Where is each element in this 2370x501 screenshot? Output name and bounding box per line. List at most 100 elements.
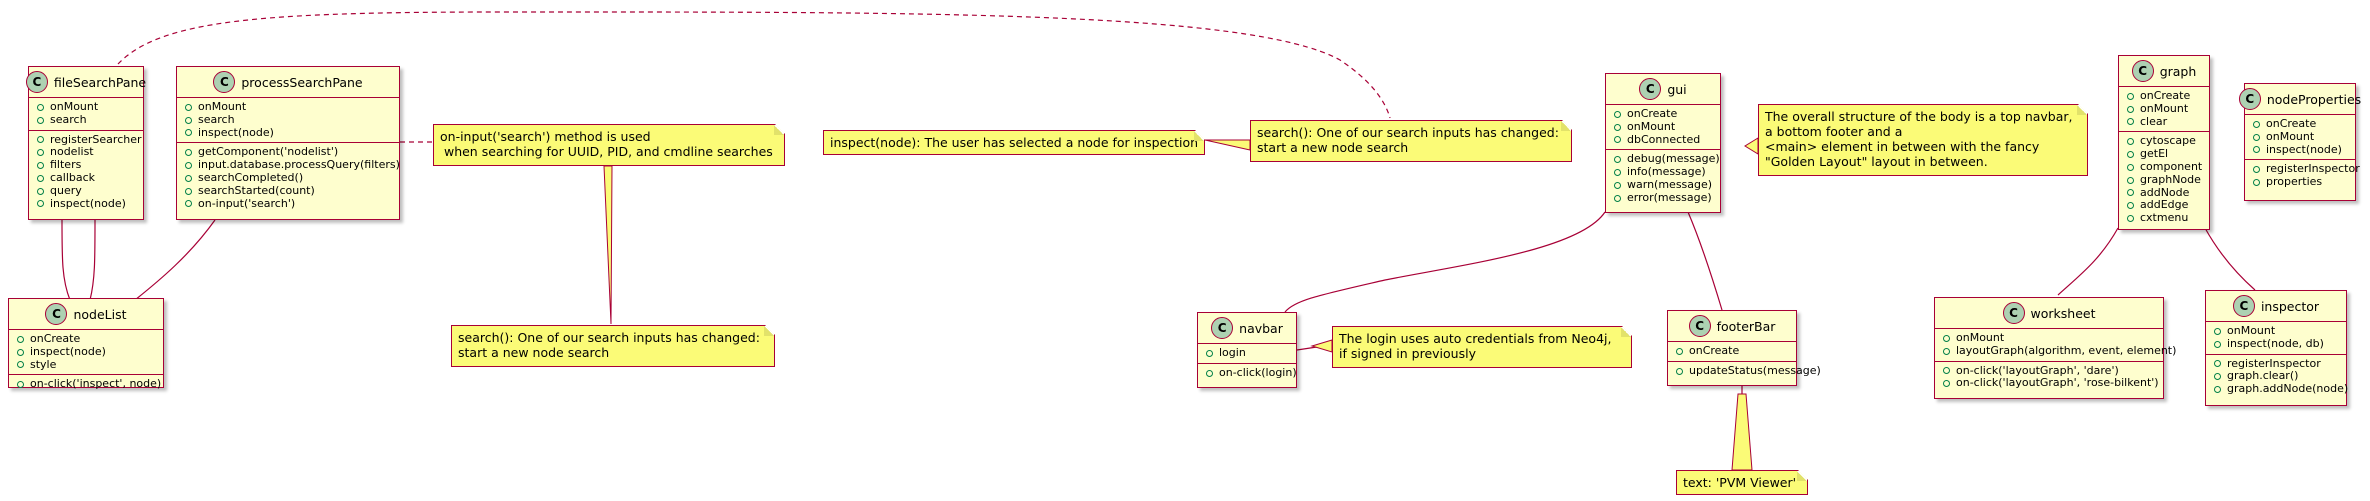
method: getEl [2127,147,2203,161]
field: inspect(node) [185,126,393,140]
method-visibility-icon [37,174,44,182]
field-visibility-icon [185,103,192,111]
methods-section: registerSearcher nodelist filters callba… [29,131,143,214]
method-visibility-icon [2253,166,2260,174]
methods-section: debug(message) info(message) warn(messag… [1606,150,1720,207]
link-graph-worksheet [2057,227,2119,296]
method: searchStarted(count) [185,184,393,198]
method: callback [37,171,137,185]
class-badge-icon: C [2002,302,2025,324]
fields-section: onCreate onMount inspect(node) [2245,115,2355,161]
method: cytoscape [2127,135,2203,148]
note-tail-oninput [603,165,613,325]
method: on-input('search') [185,197,393,211]
methods-section: registerInspector properties [2245,160,2360,192]
class-name: processSearchPane [241,74,363,90]
class-name: fileSearchPane [53,74,147,90]
link-processsearchpane-nodelist [134,219,216,301]
methods-section: on-click(login) [1198,364,1297,383]
fields-section: onCreate onMount clear [2119,87,2209,133]
note-search-top: search(): One of our search inputs has c… [1250,120,1572,162]
method: graphNode [2127,173,2203,187]
link-graph-inspector [2204,227,2256,291]
field-visibility-icon [185,116,192,124]
class-badge-icon: C [1688,315,1711,337]
method: inspect(node) [37,197,137,211]
method-visibility-icon [2214,386,2221,394]
method: error(message) [1614,191,1714,205]
methods-section: on-click('layoutGraph', 'dare') on-click… [1935,362,2163,394]
field-visibility-icon [1206,349,1213,357]
method: on-click('layoutGraph', 'rose-bilkent') [1943,377,2159,390]
class-name: gui [1667,81,1687,97]
note-tail-login [1310,339,1333,353]
method: on-click('inspect', node) [17,378,161,391]
method: filters [37,158,137,172]
method: registerInspector [2214,357,2340,371]
method-visibility-icon [1943,380,1950,388]
note-fold-icon [1797,471,1807,481]
method: debug(message) [1614,153,1720,166]
class-name: navbar [1239,320,1283,336]
method: on-click(login) [1206,366,1297,380]
class-badge-icon: C [2131,60,2154,82]
field-visibility-icon [1943,347,1950,355]
method: query [37,184,137,198]
method-visibility-icon [2127,138,2134,146]
method-visibility-icon [2214,360,2221,368]
note-inspect-node: inspect(node): The user has selected a n… [823,130,1205,155]
class-badge-icon: C [45,303,68,325]
field: style [17,358,157,372]
field-visibility-icon [17,335,24,343]
note-fold-icon [774,125,784,135]
method-visibility-icon [185,187,192,195]
method-visibility-icon [1206,369,1213,377]
field-visibility-icon [2253,146,2260,154]
note-oninput: on-input('search') method is used when s… [433,124,785,166]
methods-section: getComponent('nodelist') input.database.… [177,143,400,213]
fields-section: onMount search inspect(node) [177,98,399,144]
method-visibility-icon [2127,202,2134,210]
field-visibility-icon [37,116,44,124]
field-visibility-icon [185,129,192,137]
method: addNode [2127,186,2203,200]
method-visibility-icon [2127,189,2134,197]
field: inspect(node, db) [2214,337,2340,351]
class-name: inspector [2260,298,2320,314]
field: onCreate [2127,89,2203,103]
field-visibility-icon [2253,133,2260,141]
field-visibility-icon [2127,92,2134,100]
field: inspect(node) [17,345,157,359]
method: registerSearcher [37,133,142,147]
field-visibility-icon [2214,340,2221,348]
note-tail-inspect [1204,139,1251,151]
field: onCreate [1676,344,1790,358]
class-badge-icon: C [2232,295,2255,317]
method: nodelist [37,146,137,159]
method: component [2127,160,2203,174]
method-visibility-icon [2127,176,2134,184]
method-visibility-icon [2127,163,2134,171]
class-badge-icon: C [1211,317,1234,339]
field: search [185,113,393,127]
note-fold-icon [1561,121,1571,131]
fields-section: onMount search [29,98,143,131]
field-visibility-icon [1614,136,1621,144]
field: onMount [2214,324,2340,338]
note-tail-overall [1744,137,1759,155]
method-visibility-icon [1614,181,1621,189]
method: getComponent('nodelist') [185,146,393,159]
method-visibility-icon [2253,179,2260,187]
field: clear [2127,115,2203,129]
